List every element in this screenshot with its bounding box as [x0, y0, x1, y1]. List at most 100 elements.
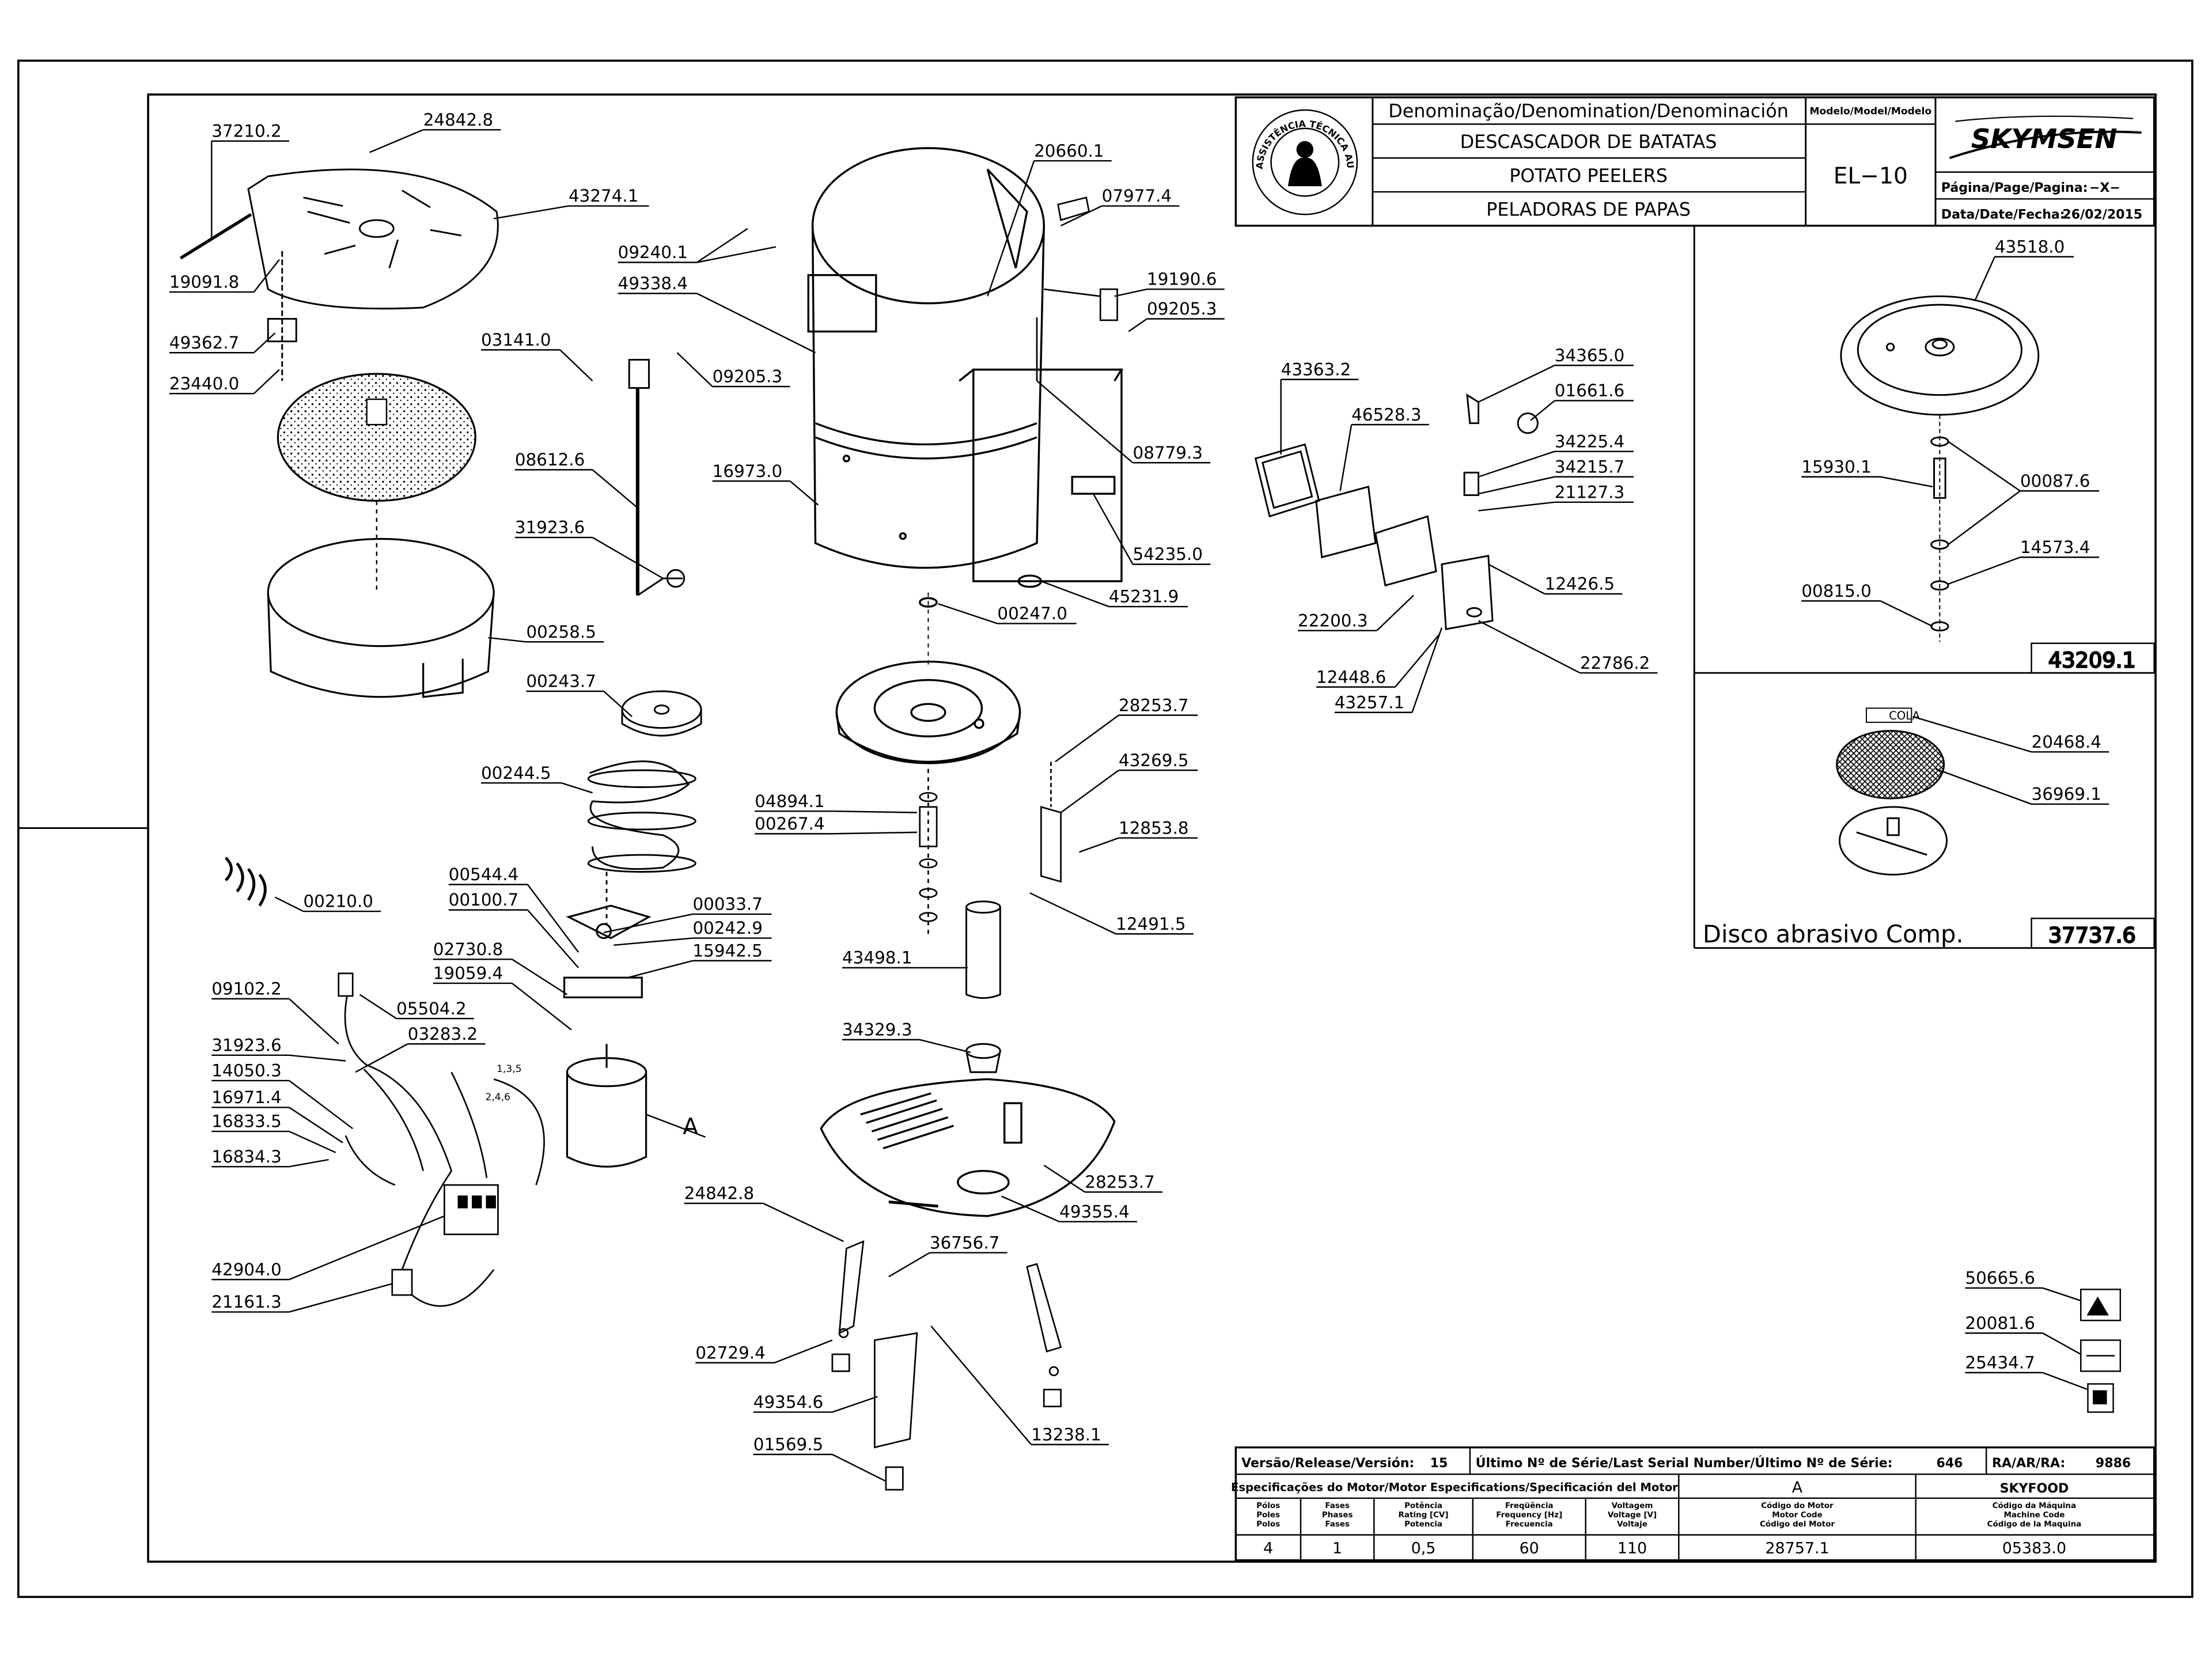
electrical-wiring: [338, 972, 545, 1307]
part-number-label: 12426.5: [1545, 574, 1615, 594]
leader-line: [527, 909, 579, 968]
part-number-label: 19059.4: [433, 964, 503, 983]
leader-line: [774, 1339, 833, 1363]
name-portuguese: DESCASCADOR DE BATATAS: [1460, 131, 1717, 153]
switch-rod: [628, 359, 685, 596]
leader-line: [1948, 490, 2021, 546]
spec-value-cell: 110: [1618, 1539, 1647, 1557]
vibration-icon: [225, 857, 267, 907]
leader-line: [1478, 476, 1555, 495]
motor-code-letter: A: [1792, 1479, 1803, 1497]
part-number-label: 16971.4: [211, 1088, 281, 1107]
spec-header-cell: Voltagem: [1612, 1502, 1653, 1510]
leader-line: [2042, 1287, 2081, 1302]
part-number-label: 02729.4: [695, 1343, 765, 1362]
part-number-label: 12491.5: [1116, 914, 1185, 934]
serial-label: Último Nº de Série/Last Serial Number/Úl…: [1476, 1456, 1893, 1471]
part-number-label: 31923.6: [515, 518, 585, 537]
leader-line: [696, 228, 748, 263]
leader-line: [696, 246, 777, 263]
leader-line: [1114, 288, 1147, 297]
leader-line: [763, 1202, 844, 1243]
leader-line: [1395, 634, 1440, 688]
part-number-label: 49338.4: [618, 274, 688, 293]
leader-line: [1880, 476, 1933, 488]
motor-spec-label: Especificações do Motor/Motor Especifica…: [1231, 1481, 1678, 1494]
spec-header-cell: Rating [CV]: [1399, 1511, 1449, 1520]
spec-header-cell: Polos: [1256, 1520, 1280, 1529]
spec-header-cell: Frecuencia: [1506, 1520, 1553, 1529]
leader-line: [289, 998, 339, 1045]
model-header: Modelo/Model/Modelo: [1809, 105, 1931, 117]
spec-header-cell: Freqüência: [1505, 1501, 1554, 1510]
part-number-label: 50665.6: [1965, 1268, 2035, 1288]
spec-value-cell: 28757.1: [1765, 1539, 1829, 1557]
part-number-label: 36756.7: [930, 1233, 999, 1252]
pulley-belt: [587, 690, 702, 925]
leader-line: [1478, 365, 1555, 403]
spec-header-cell: Motor Code: [1772, 1511, 1822, 1520]
leader-line: [1001, 1195, 1060, 1222]
part-number-label: 13238.1: [1031, 1425, 1101, 1444]
leader-line: [832, 831, 917, 835]
part-number-label: 49355.4: [1059, 1202, 1129, 1221]
leader-line: [1060, 770, 1119, 813]
part-number-label: 34329.3: [842, 1020, 912, 1040]
leader-line: [1478, 450, 1555, 478]
spec-header-cell: Potência: [1404, 1501, 1442, 1510]
leader-line: [592, 537, 664, 579]
leader-line: [676, 352, 713, 387]
leader-line: [512, 959, 568, 995]
leader-line: [1488, 563, 1546, 595]
part-number-label: 23440.0: [169, 374, 239, 393]
part-number-label: 03283.2: [408, 1024, 478, 1044]
turntable: [835, 592, 1021, 764]
part-number-label: 14050.3: [211, 1061, 281, 1081]
spec-header-cell: Voltaje: [1617, 1520, 1647, 1529]
spec-header-cell: Código do Motor: [1761, 1501, 1834, 1510]
spec-header-cell: Poles: [1256, 1511, 1280, 1520]
part-number-label: 45231.9: [1109, 587, 1179, 607]
spec-header-cell: Fases: [1325, 1520, 1350, 1529]
part-number-label: 49362.7: [169, 333, 239, 353]
leader-line: [289, 1215, 445, 1281]
leader-line: [832, 1453, 887, 1482]
part-number-label: 37210.2: [211, 122, 281, 141]
part-number-label: 09240.1: [618, 243, 688, 262]
leader-line: [1043, 1164, 1085, 1193]
leader-line: [832, 1396, 878, 1413]
model-value: EL−10: [1834, 163, 1908, 189]
leader-line: [488, 637, 527, 643]
abrasive-disc-assembly: [1836, 730, 1948, 876]
door-gasket-set: [1254, 393, 1539, 630]
date-label: Data/Date/Fecha:: [1941, 208, 2065, 222]
leader-line: [369, 129, 424, 153]
leader-line: [938, 603, 998, 624]
leader-line: [832, 810, 917, 813]
disc-caption: Disco abrasivo Comp.: [1703, 920, 1964, 948]
leader-line: [1040, 580, 1109, 608]
part-number-label: 12448.6: [1316, 667, 1386, 687]
part-number-label: 21161.3: [211, 1292, 281, 1312]
leader-line: [592, 469, 638, 509]
leader-line: [289, 1283, 393, 1313]
leader-line: [1880, 600, 1933, 627]
part-number-label: 05504.2: [396, 999, 466, 1018]
part-number-label: 14573.4: [2020, 537, 2090, 557]
part-number-label: 21127.3: [1555, 482, 1624, 502]
leader-line: [1376, 594, 1414, 631]
inner-frame: [147, 93, 2157, 1563]
wiring-terminal-label: 2,4,6: [485, 1092, 510, 1103]
part-number-label: 07977.4: [1102, 186, 1172, 206]
shaft-bearings: [919, 768, 938, 938]
leader-line: [888, 1252, 930, 1278]
spec-header-cell: Código da Máquina: [1993, 1501, 2076, 1510]
part-number-label: 01569.5: [753, 1435, 823, 1455]
leader-line: [493, 205, 569, 219]
part-number-label: 34215.7: [1555, 457, 1624, 476]
leader-line: [1912, 715, 2032, 753]
part-number-label: 19091.8: [169, 272, 239, 292]
part-number-label: 34225.4: [1555, 431, 1624, 451]
leader-line: [1055, 714, 1119, 763]
